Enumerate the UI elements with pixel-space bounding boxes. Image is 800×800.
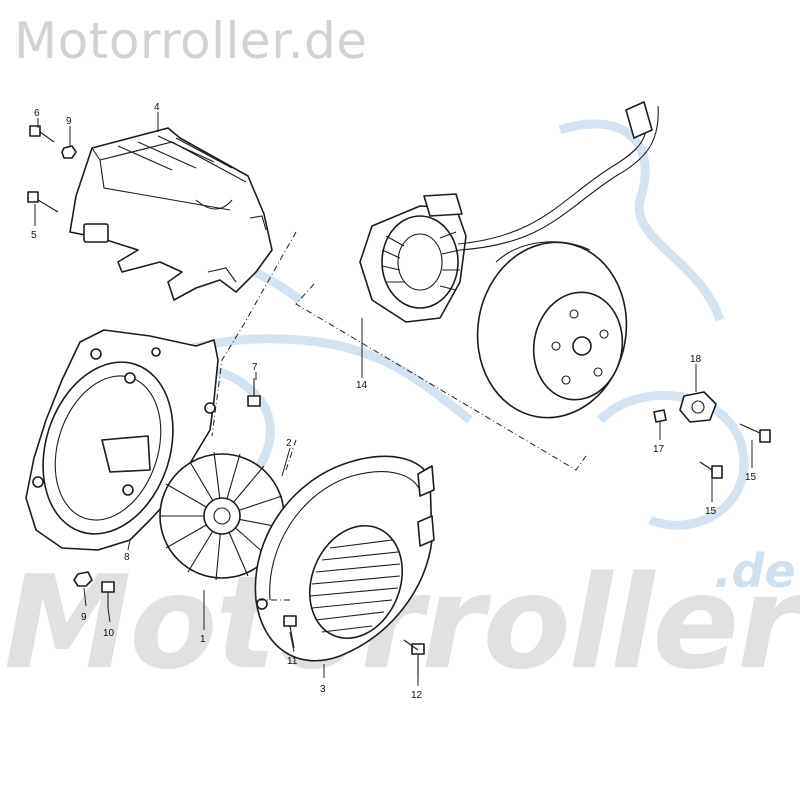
part-3-fan-cover <box>254 455 435 662</box>
key-17 <box>653 409 667 423</box>
part-14-stator <box>359 101 659 323</box>
bolt-7 <box>247 378 261 407</box>
callout-11: 11 <box>287 656 298 667</box>
callouts: 4 6 9 5 7 2 8 9 10 1 11 3 12 14 18 17 15… <box>31 102 757 701</box>
callout-5: 5 <box>31 230 37 241</box>
callout-3: 3 <box>320 684 326 695</box>
bolt-6 <box>29 125 55 143</box>
leader-lines <box>34 112 753 686</box>
callout-4: 4 <box>154 102 160 113</box>
bolt-15-left <box>699 461 723 479</box>
callout-10: 10 <box>103 628 115 639</box>
callout-1: 1 <box>200 634 206 645</box>
callout-14: 14 <box>356 380 368 391</box>
flywheel-rotor <box>476 241 628 419</box>
callout-7: 7 <box>252 362 258 373</box>
watermark-suffix: .de <box>714 544 796 598</box>
nut-9-bottom <box>73 571 93 587</box>
callout-15-right: 15 <box>745 472 757 483</box>
callout-8: 8 <box>124 552 130 563</box>
callout-2: 2 <box>286 438 292 449</box>
bolt-12 <box>403 639 425 678</box>
assembly-line-14 <box>295 283 587 471</box>
callout-17: 17 <box>653 444 665 455</box>
callout-9-top: 9 <box>66 116 72 127</box>
assembly-line-4 <box>211 231 297 437</box>
nut-18 <box>679 391 717 423</box>
callout-9-bottom: 9 <box>81 612 87 623</box>
callout-6: 6 <box>34 108 40 119</box>
callout-18: 18 <box>690 354 702 365</box>
bolt-10 <box>101 581 115 608</box>
watermark-top: Motorroller.de <box>14 12 368 70</box>
assembly-line-2 <box>258 439 297 601</box>
bolt-11 <box>283 615 297 649</box>
callout-15-left: 15 <box>705 506 717 517</box>
callout-12: 12 <box>411 690 423 701</box>
bolt-5 <box>27 191 59 213</box>
nut-9-top <box>61 145 77 159</box>
bolt-15-right <box>739 423 771 443</box>
part-4-shroud <box>69 127 273 301</box>
